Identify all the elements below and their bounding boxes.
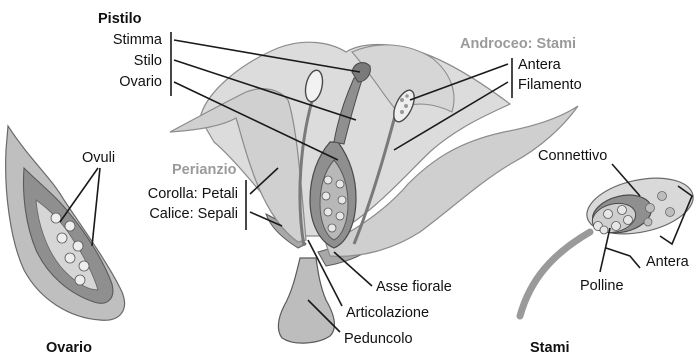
- ovary-label: Ovario: [119, 74, 162, 90]
- anther-detail-label: Antera: [646, 254, 690, 270]
- filament-label: Filamento: [518, 77, 582, 93]
- calyx-label: Calice: Sepali: [149, 206, 238, 222]
- anther-bracket-lower: [606, 248, 640, 268]
- connective-label: Connettivo: [538, 148, 607, 164]
- corolla-label: Corolla: Petali: [148, 186, 238, 202]
- pistil-heading: Pistilo: [98, 11, 142, 27]
- stigma-label: Stimma: [113, 32, 163, 48]
- stamens-caption: Stami: [530, 340, 570, 356]
- peduncle-label: Peduncolo: [344, 331, 413, 347]
- stamen-detail-filament: [520, 232, 590, 316]
- stamen-detail-illustration: [520, 169, 698, 316]
- anther-label: Antera: [518, 57, 562, 73]
- perianth-heading: Perianzio: [172, 162, 237, 178]
- articulation-label: Articolazione: [346, 305, 429, 321]
- androecium-heading: Androceo: Stami: [460, 36, 576, 52]
- ovary-caption: Ovario: [46, 340, 92, 356]
- style-label: Stilo: [134, 53, 162, 69]
- receptacle-label: Asse fiorale: [376, 279, 452, 295]
- ovules-label: Ovuli: [82, 150, 115, 166]
- peduncle-shape: [278, 258, 334, 343]
- pollen-label: Polline: [580, 278, 624, 294]
